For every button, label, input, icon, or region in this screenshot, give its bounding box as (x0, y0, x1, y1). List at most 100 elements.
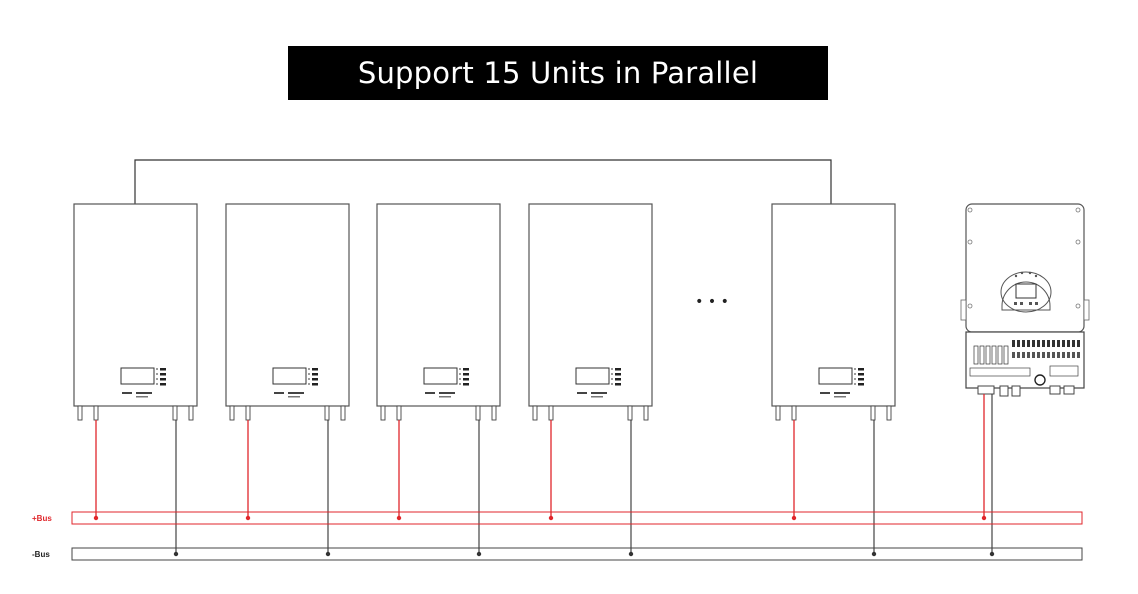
negative-bus-label: -Bus (32, 550, 50, 559)
inverter-button (1014, 302, 1017, 305)
inverter-terminal (985, 345, 991, 365)
battery-terminal (791, 405, 797, 421)
inverter-terminal-pin (1037, 352, 1040, 358)
battery-indicator-dot (308, 378, 310, 380)
battery-label-mark (820, 392, 830, 394)
inverter-terminal (997, 345, 1003, 365)
inverter-screw (967, 207, 973, 213)
battery-indicator-dot (156, 378, 158, 380)
inverter-led (1014, 274, 1018, 278)
inverter-screen (1015, 283, 1037, 299)
battery-label-mark (122, 392, 132, 394)
battery-terminal (324, 405, 330, 421)
negative-junction (173, 551, 179, 557)
inverter-terminal-pin (1052, 340, 1055, 347)
battery-indicator (463, 383, 469, 386)
inverter-cable-gland (999, 385, 1009, 397)
battery-terminal (548, 405, 554, 421)
battery-label-mark (136, 392, 152, 394)
battery-indicator-dot (611, 383, 613, 385)
battery-indicator (312, 378, 318, 381)
positive-junction (93, 515, 99, 521)
title-banner: Support 15 Units in Parallel (288, 46, 828, 100)
positive-junction (245, 515, 251, 521)
negative-junction (476, 551, 482, 557)
inverter-terminal-pin (1067, 340, 1070, 347)
inverter-terminal (1003, 345, 1009, 365)
battery-indicator (312, 383, 318, 386)
battery-display (818, 367, 853, 385)
positive-junction (396, 515, 402, 521)
battery-indicator (463, 368, 469, 371)
negative-junction (989, 551, 995, 557)
inverter-terminal-pin (1047, 340, 1050, 347)
battery-label-mark (834, 396, 846, 398)
battery-terminal (380, 405, 386, 421)
inverter-terminal-pin (1012, 352, 1015, 358)
positive-junction (791, 515, 797, 521)
battery-indicator-dot (854, 373, 856, 375)
battery-terminal (532, 405, 538, 421)
inverter-led (1028, 271, 1032, 275)
inverter-ground-symbol (1034, 374, 1046, 386)
negative-bus-bar (71, 547, 1083, 561)
battery-indicator-dot (156, 383, 158, 385)
battery-indicator (160, 373, 166, 376)
inverter-terminal-pin (1027, 340, 1030, 347)
battery-terminal (475, 405, 481, 421)
battery-indicator (615, 378, 621, 381)
inverter-terminal-pin (1057, 352, 1060, 358)
inverter-button (1020, 302, 1023, 305)
inverter-terminal-pin (1032, 352, 1035, 358)
inverter-connector (1049, 365, 1079, 377)
inverter-terminal-pin (1057, 340, 1060, 347)
inverter-terminal-pin (1017, 352, 1020, 358)
battery-indicator (615, 373, 621, 376)
inverter-terminal-pin (1047, 352, 1050, 358)
battery-label-mark (439, 396, 451, 398)
inverter-led (1034, 274, 1038, 278)
inverter-cable-gland (1049, 385, 1061, 395)
battery-indicator-dot (459, 368, 461, 370)
battery-label-mark (136, 396, 148, 398)
battery-terminal (229, 405, 235, 421)
battery-unit (771, 203, 896, 421)
battery-indicator (858, 378, 864, 381)
negative-junction (871, 551, 877, 557)
inverter-terminal-pin (1062, 352, 1065, 358)
inverter-display-panel-outline (1000, 271, 1052, 313)
battery-indicator-dot (459, 378, 461, 380)
battery-indicator (160, 368, 166, 371)
negative-junction (325, 551, 331, 557)
battery-indicator-dot (854, 383, 856, 385)
battery-terminal (870, 405, 876, 421)
inverter-terminal-pin (1037, 340, 1040, 347)
inverter-terminal-pin (1077, 352, 1080, 358)
inverter-terminal-pin (1022, 340, 1025, 347)
inverter-terminal (973, 345, 979, 365)
battery-indicator-dot (156, 373, 158, 375)
battery-indicator-dot (854, 368, 856, 370)
battery-indicator (160, 383, 166, 386)
battery-indicator-dot (459, 383, 461, 385)
battery-indicator-dot (308, 373, 310, 375)
inverter-cable-gland (977, 385, 995, 395)
inverter-terminal-pin (1052, 352, 1055, 358)
inverter-cable-gland (1011, 385, 1021, 397)
inverter-screw (1075, 207, 1081, 213)
battery-indicator-dot (156, 368, 158, 370)
inverter-screw (1075, 303, 1081, 309)
battery-label-mark (834, 392, 850, 394)
inverter-button (1029, 302, 1032, 305)
battery-indicator (858, 383, 864, 386)
positive-bus-label: +Bus (32, 514, 52, 523)
positive-bus-bar (71, 511, 1083, 525)
battery-indicator (160, 378, 166, 381)
inverter-terminal-pin (1042, 352, 1045, 358)
battery-display (120, 367, 155, 385)
inverter-breaker-row (969, 367, 1031, 377)
inverter-screw (1075, 239, 1081, 245)
inverter-terminal (979, 345, 985, 365)
inverter-terminal-pin (1022, 352, 1025, 358)
inverter-terminal-pin (1077, 340, 1080, 347)
